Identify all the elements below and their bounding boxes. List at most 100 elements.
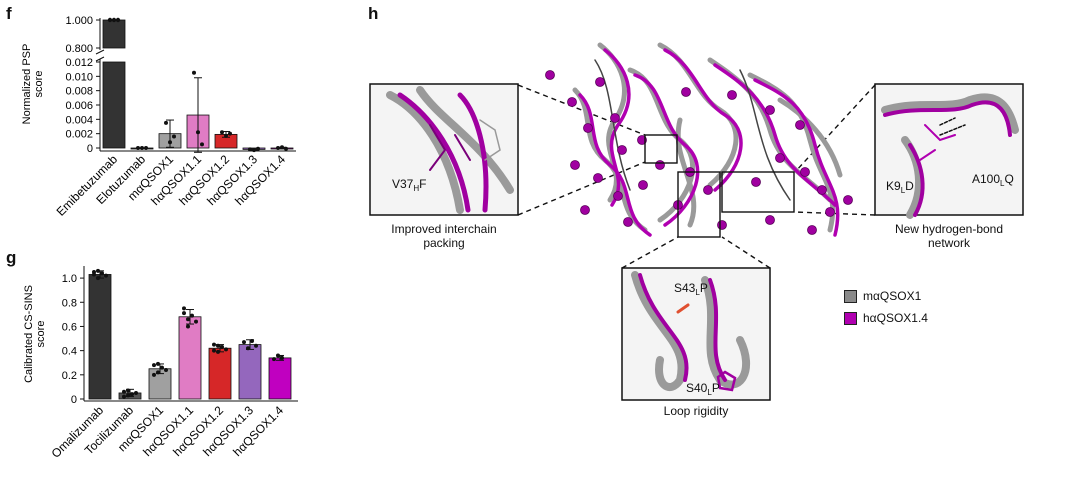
g-point (130, 392, 134, 397)
g-point (280, 355, 284, 360)
f-point (280, 145, 284, 150)
panel-letter-h: h (368, 4, 379, 23)
zoom-boxes (644, 134, 795, 238)
g-point (126, 393, 130, 398)
g-point (246, 346, 250, 351)
inset2-label2-end: Q (1004, 172, 1013, 186)
g-point (96, 276, 100, 281)
atom-spheres (545, 70, 853, 235)
legend-item-m: mαQSOX1 (844, 289, 921, 303)
inset3-label-sub: L (695, 288, 700, 297)
f-point (248, 147, 252, 152)
inset-interchain-packing: V37HF (369, 83, 519, 216)
f-point (144, 146, 148, 150)
f-point (140, 146, 144, 150)
inset2-label-sub: L (901, 186, 906, 195)
g-point (152, 372, 156, 377)
inset3-label-main: S43 (674, 281, 696, 295)
inset1-label-end: F (419, 177, 426, 191)
inset2-label-end: D (905, 179, 914, 193)
f-ytick-label-lower: 0.012 (65, 57, 93, 69)
g-point (126, 388, 130, 393)
f-ytick-label-lower: 0.008 (65, 86, 93, 98)
g-y-label: Calibrated CS-SINSscore (23, 285, 47, 383)
inset1-label-sub: H (413, 184, 419, 193)
g-bar (238, 344, 262, 400)
g-point (152, 363, 156, 368)
inset3-label2-main: S40 (686, 381, 708, 395)
f-ytick-label-lower: 0.002 (65, 129, 93, 141)
g-point (160, 365, 164, 370)
legend-swatch-m (844, 289, 857, 303)
f-point (224, 133, 228, 138)
f-point (115, 17, 121, 23)
inset2-caption: New hydrogen-bond network (875, 222, 1023, 250)
f-point (168, 140, 172, 145)
g-point (182, 306, 186, 311)
f-point (107, 17, 113, 23)
g-point (220, 345, 224, 350)
g-ytick-label: 0.8 (62, 297, 77, 309)
g-ytick-label: 0.2 (62, 370, 77, 382)
f-point (192, 70, 196, 75)
g-point (156, 370, 160, 375)
g-point (242, 340, 246, 345)
inset3-label-end: P (700, 281, 708, 295)
inset2-label2-main: A100 (972, 172, 1000, 186)
panel-letter-f: f (6, 4, 12, 23)
g-point (182, 311, 186, 316)
g-ytick-label: 0.6 (62, 321, 77, 333)
svg-text:S43LP: S43LP (674, 281, 708, 297)
g-point (212, 342, 216, 347)
f-ytick-label-upper: 1.000 (65, 15, 93, 27)
g-ytick-label: 0.4 (62, 346, 77, 358)
f-point (284, 146, 288, 151)
inset2-caption-line2: network (927, 236, 971, 250)
inset3-label2-end: P (712, 381, 720, 395)
g-bar (208, 347, 232, 400)
f-axis-break-2 (95, 56, 105, 62)
inset2-label-main: K9 (886, 179, 901, 193)
g-bar (178, 316, 202, 400)
f-bar (102, 61, 126, 149)
g-point (104, 273, 108, 278)
g-point (250, 338, 254, 343)
f-point (172, 134, 176, 139)
f-point (196, 130, 200, 135)
g-point (190, 313, 194, 318)
inset3-caption: Loop rigidity (622, 404, 770, 418)
f-bar (102, 19, 126, 49)
f-ytick-label-upper: 0.800 (65, 43, 93, 55)
g-point (186, 324, 190, 329)
g-point (194, 319, 198, 324)
g-point (216, 343, 220, 348)
g-point (156, 361, 160, 366)
g-point (212, 348, 216, 353)
f-point (220, 130, 224, 135)
f-point (164, 120, 168, 125)
inset2-caption-line1: New hydrogen-bond (894, 222, 1004, 236)
f-point (228, 131, 232, 136)
inset1-caption-line2: packing (423, 236, 465, 250)
legend-swatch-h (844, 311, 857, 325)
inset-loop-rigidity: S43LP S40LP (621, 267, 771, 401)
svg-text:K9LD: K9LD (886, 179, 914, 195)
structure-panel: V37HF K9LD A100LQ (360, 0, 1069, 472)
svg-text:V37HF: V37HF (392, 177, 426, 193)
g-ytick-label: 1.0 (62, 273, 77, 285)
f-axis-break-1 (95, 49, 105, 55)
structure-figure: V37HF K9LD A100LQ (369, 42, 1024, 401)
g-point (224, 347, 228, 352)
g-point (186, 317, 190, 322)
g-point (254, 343, 258, 348)
protein-ribbons (572, 42, 843, 237)
g-point (122, 389, 126, 394)
legend-label-h: hαQSOX1.4 (863, 311, 928, 325)
f-point (136, 146, 140, 150)
g-bar (88, 274, 112, 400)
svg-text:S40LP: S40LP (686, 381, 720, 397)
g-point (134, 390, 138, 395)
g-ytick-label: 0 (71, 394, 77, 406)
chart-f-psp: 0.8001.00000.0020.0040.0060.0080.0100.01… (21, 15, 296, 219)
